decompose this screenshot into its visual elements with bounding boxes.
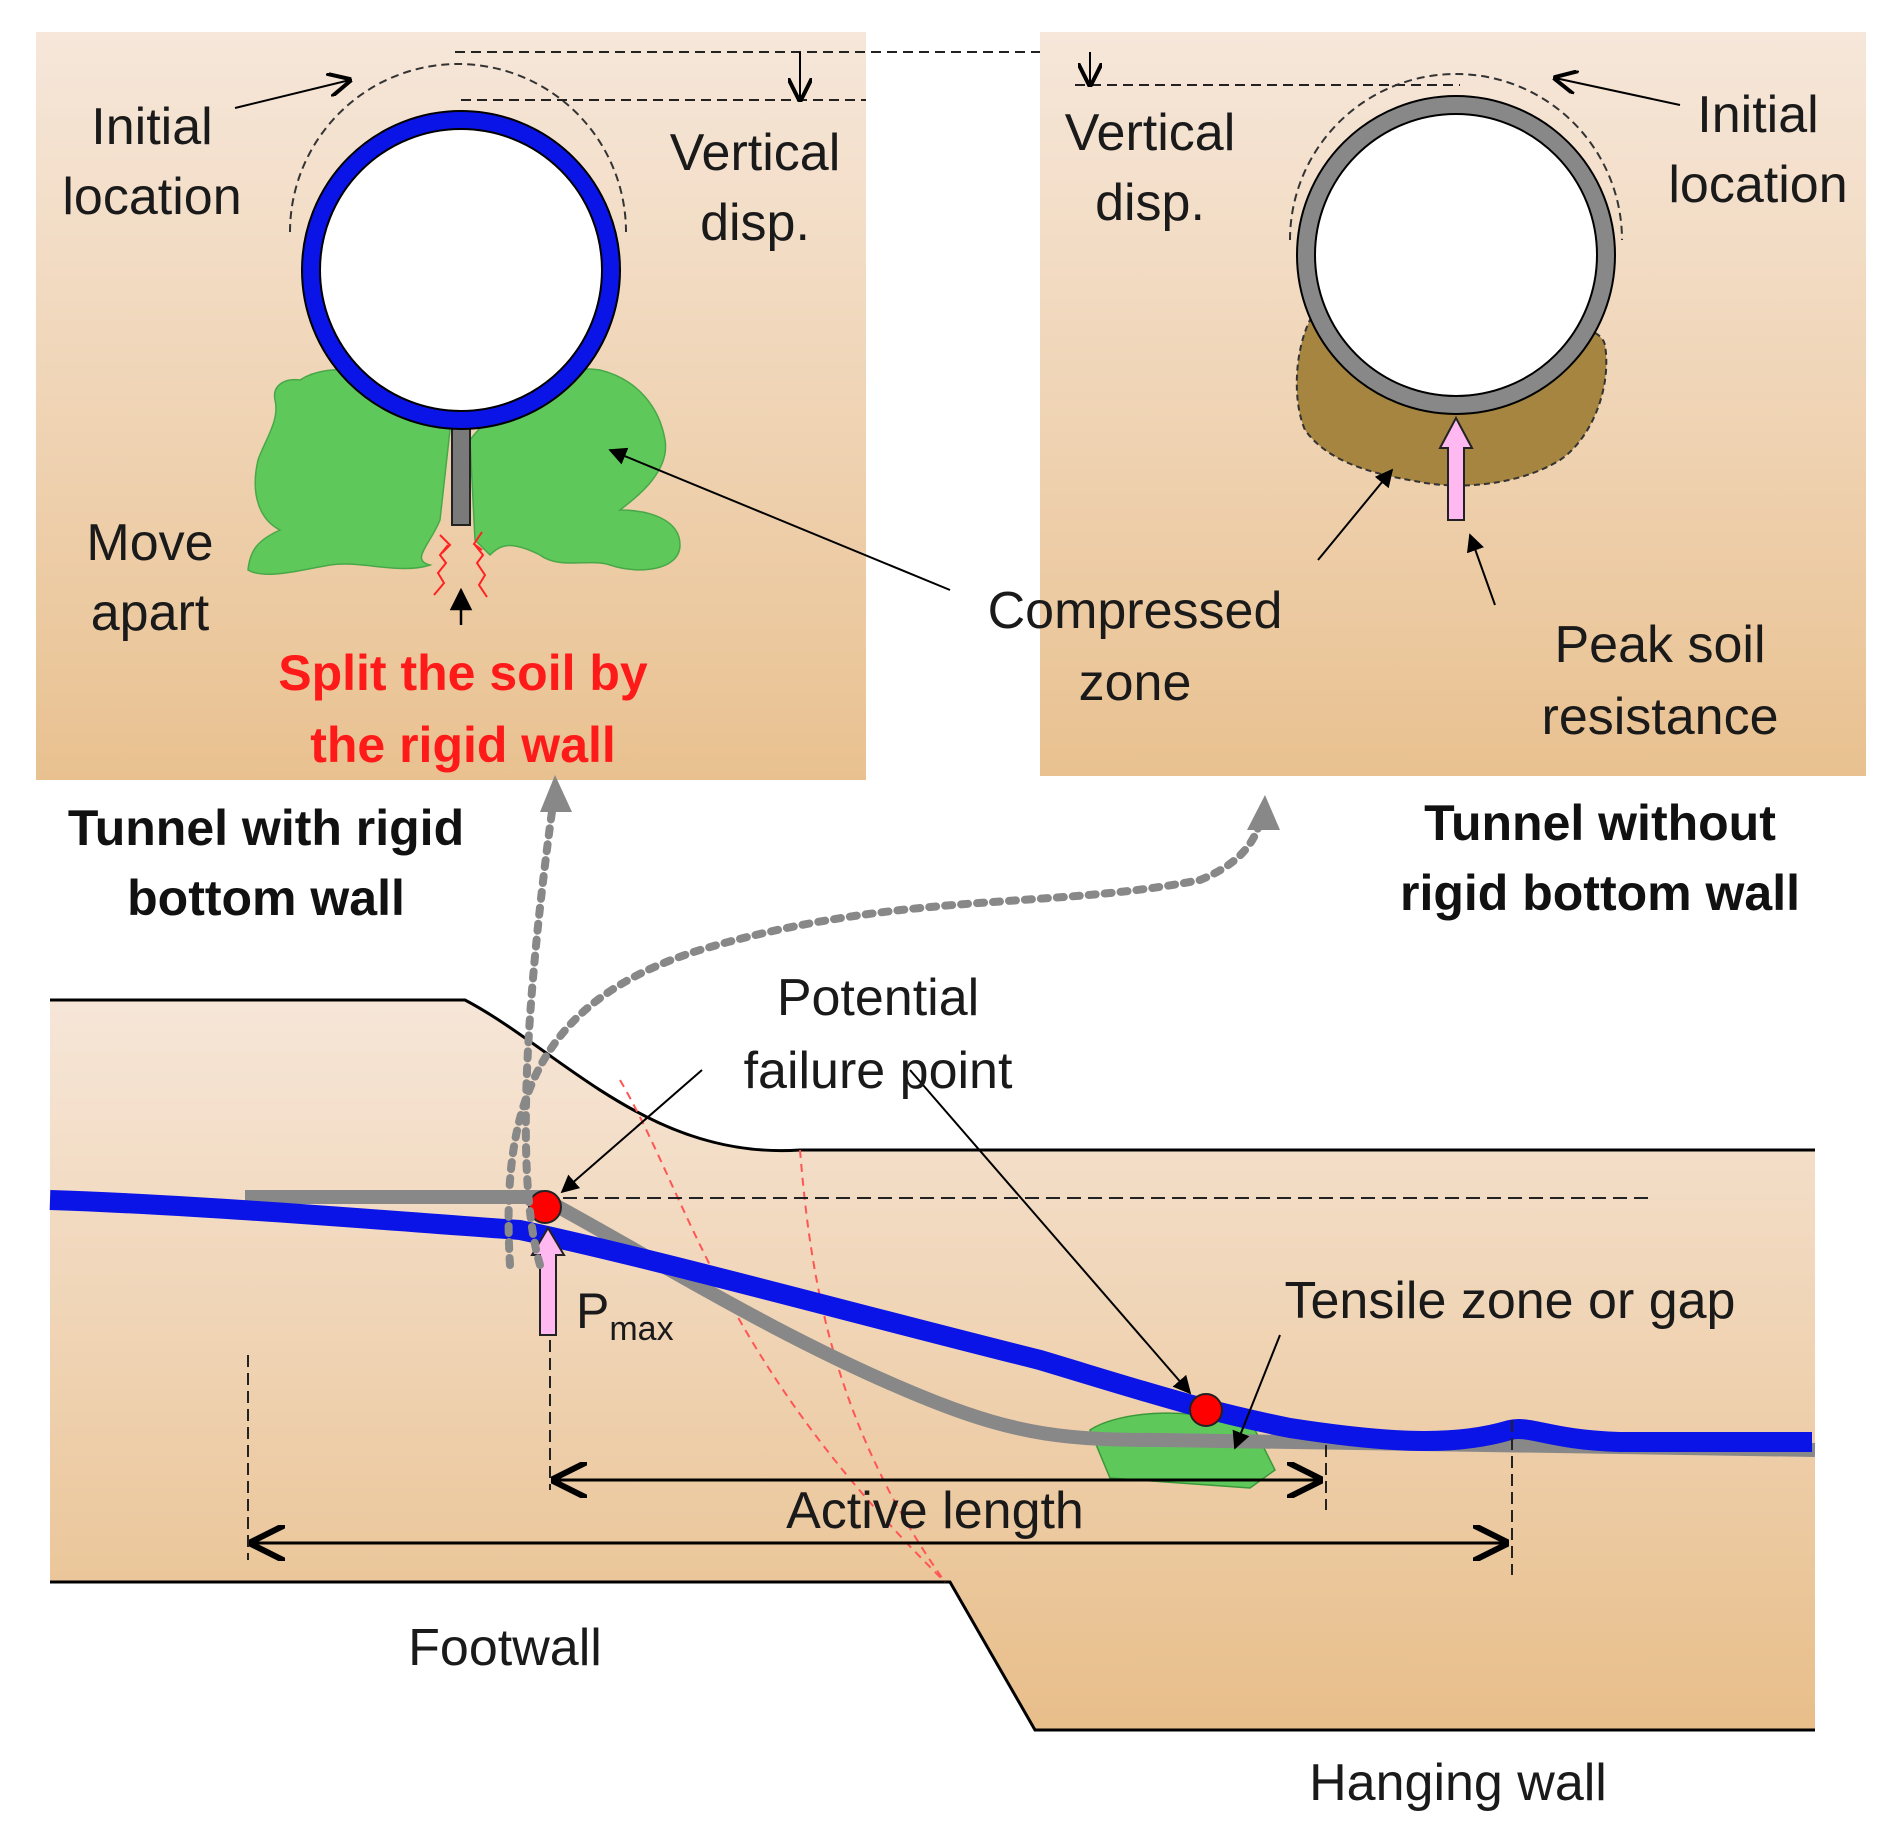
peak-soil-label-1: Peak soil (1555, 616, 1766, 674)
tunnel-ring-gray (1297, 96, 1615, 414)
panel-without-rigid-wall (1040, 32, 1866, 776)
initial-location-outline (1289, 73, 1623, 241)
fault-outline (50, 1580, 1815, 1732)
tensile-zone-label: Tensile zone or gap (1285, 1272, 1736, 1330)
compressed-zone-arrow (1317, 468, 1394, 561)
crack-lines (433, 531, 488, 598)
caption-without-wall-1: Tunnel without (1424, 795, 1776, 851)
vertical-disp-label-right-1: Vertical (1065, 104, 1236, 162)
dotted-arrow-right (504, 806, 1266, 1269)
peak-soil-arrow (1466, 533, 1496, 606)
failure-point-2 (1189, 1393, 1223, 1427)
potential-failure-label-1: Potential (777, 969, 979, 1027)
initial-location-label-right-1: Initial (1697, 86, 1818, 144)
hanging-wall-label: Hanging wall (1309, 1754, 1607, 1812)
tunnel-ring-blue (302, 111, 620, 429)
failure-pointer-2 (909, 1069, 1192, 1395)
initial-location-arrow-left (234, 80, 350, 109)
green-soil-left (247, 368, 451, 576)
tunnel-ring-outline (1296, 95, 1616, 415)
panel-with-rigid-wall (36, 32, 1460, 780)
peak-soil-label-2: resistance (1542, 688, 1779, 746)
split-soil-label-1: Split the soil by (278, 645, 648, 701)
vertical-disp-label-left-1: Vertical (670, 124, 841, 182)
tunnel-ring-outline (301, 110, 621, 430)
initial-location-label-right-2: location (1668, 156, 1847, 214)
peak-resistance-arrow (1438, 415, 1474, 521)
move-apart-label-1: Move (86, 514, 213, 572)
pmax-label: Pmax (576, 1283, 674, 1348)
tensile-pointer (1232, 1334, 1281, 1450)
failure-point-1 (528, 1190, 562, 1224)
initial-location-arrow-right (1555, 78, 1681, 106)
tunnel-profile-blue (49, 1190, 1812, 1452)
compressed-zone-label-2: zone (1079, 654, 1192, 712)
potential-failure-label-2: failure point (744, 1042, 1013, 1100)
caption-with-wall-2: bottom wall (127, 870, 405, 926)
caption-with-wall-1: Tunnel with rigid (68, 800, 464, 856)
footwall-label: Footwall (408, 1619, 602, 1677)
rigid-bottom-wall (451, 419, 471, 526)
caption-without-wall-2: rigid bottom wall (1400, 865, 1800, 921)
longitudinal-section (49, 998, 1816, 1732)
vertical-disp-label-left-2: disp. (700, 194, 810, 252)
tunnel-profile-gray (245, 1190, 1816, 1457)
split-soil-label-2: the rigid wall (310, 717, 616, 773)
compressed-zone-arrow-left (608, 447, 951, 591)
initial-location-label-left-1: Initial (91, 98, 212, 156)
active-length-label: Active length (786, 1482, 1084, 1540)
initial-location-outline (289, 63, 627, 233)
compressed-zone-label-1: Compressed (988, 582, 1283, 640)
failure-pointer-1 (560, 1069, 703, 1194)
initial-location-label-left-2: location (62, 168, 241, 226)
ground-surface (50, 998, 1815, 1153)
soil-profile (50, 1000, 1815, 1730)
vertical-disp-label-right-2: disp. (1095, 174, 1205, 232)
move-apart-label-2: apart (91, 584, 210, 642)
dotted-arrow-left (521, 786, 559, 1269)
